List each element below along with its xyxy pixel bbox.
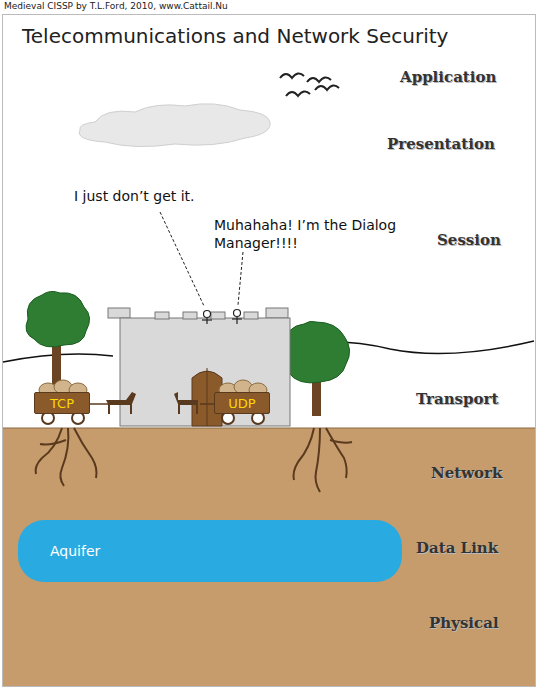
roots — [36, 428, 352, 492]
layer-name: Data Link — [416, 539, 498, 557]
cloud — [79, 104, 270, 147]
cart-box: UDP — [214, 392, 270, 414]
speech-leader — [238, 252, 243, 305]
speech-text: I just don’t get it. — [74, 188, 195, 204]
layer-name: Session — [437, 231, 501, 249]
layer-name: Presentation — [387, 135, 495, 153]
ground-line — [3, 428, 535, 429]
layer-name: Transport — [416, 390, 498, 408]
castle — [108, 308, 290, 426]
tree-crown — [282, 321, 350, 383]
layer-name: Application — [400, 68, 496, 86]
credit-note: Medieval CISSP by T.L.Ford, 2010, www.Ca… — [4, 1, 228, 11]
node-text: TCP — [50, 396, 74, 411]
ground — [3, 428, 535, 686]
node-text: Aquifer — [50, 543, 100, 559]
title: Telecommunications and Network Security — [22, 24, 448, 48]
frame — [3, 15, 536, 687]
birds — [280, 73, 339, 96]
aquifer-band: Aquifer — [18, 520, 402, 582]
horse — [106, 392, 136, 414]
tree-crown — [26, 291, 90, 347]
horse — [174, 392, 198, 414]
speech-leader — [160, 212, 204, 306]
layer-name: Physical — [429, 614, 499, 632]
layer-name: Network — [431, 464, 502, 482]
stick-figures — [202, 310, 242, 325]
speech-text: Muhahaha! I’m the Dialog Manager!!!! — [214, 216, 424, 252]
node-text: UDP — [228, 396, 255, 411]
cart-box: TCP — [34, 392, 90, 414]
